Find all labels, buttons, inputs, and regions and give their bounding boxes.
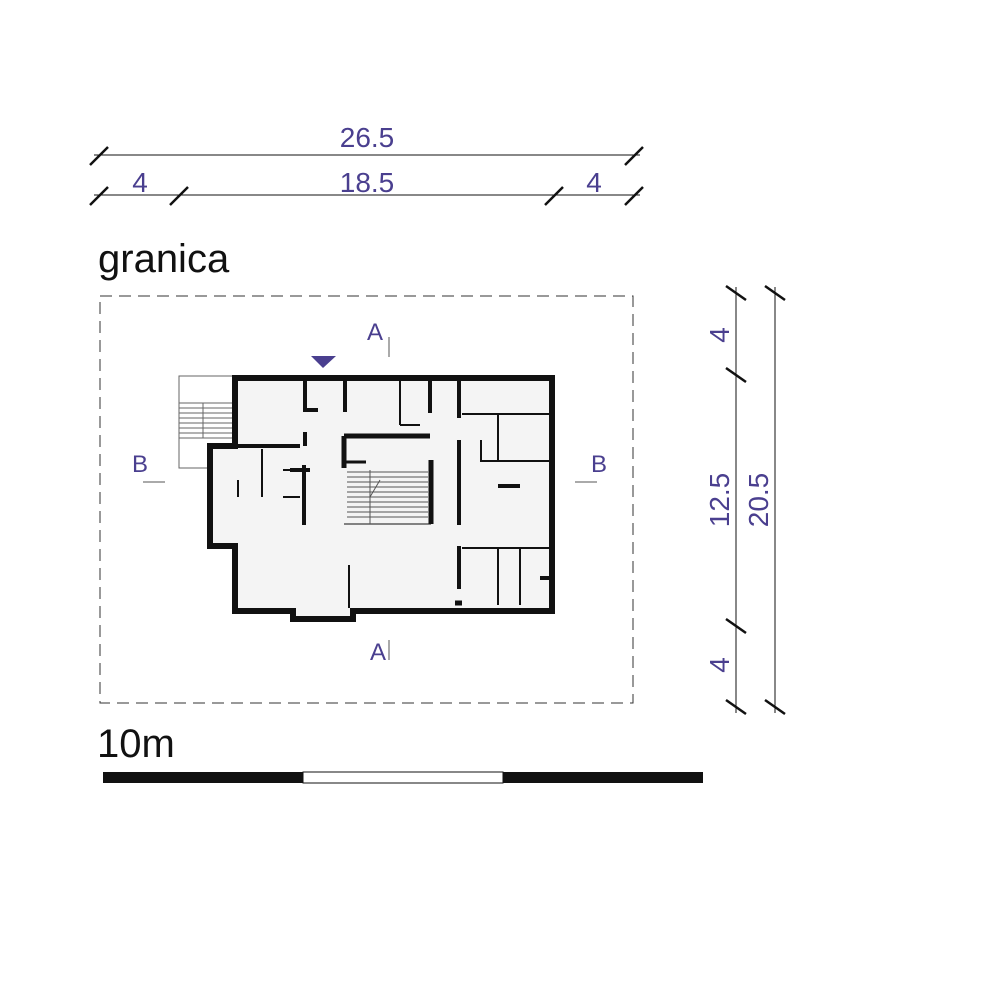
- section-a-top-label: A: [367, 319, 383, 346]
- plot-boundary: [99, 295, 634, 704]
- right-dimension-chain: [725, 284, 786, 716]
- section-b-right-label: B: [591, 451, 607, 478]
- interior-walls: [235, 381, 549, 608]
- building-footprint: [207, 375, 555, 622]
- entrance-triangle-icon: [311, 356, 336, 368]
- dimension-top-setback: 4: [704, 327, 735, 343]
- top-dimension-chain: [89, 146, 644, 206]
- dimension-left-setback: 4: [132, 167, 148, 198]
- scale-bar: [103, 771, 703, 784]
- dimension-building-width: 18.5: [340, 167, 395, 198]
- dimension-right-setback: 4: [586, 167, 602, 198]
- dimension-building-depth: 12.5: [704, 473, 735, 528]
- section-a-bottom-label: A: [370, 639, 386, 666]
- scale-label: 10m: [97, 722, 175, 766]
- section-b-left-label: B: [132, 451, 148, 478]
- dimension-bottom-setback: 4: [704, 657, 735, 673]
- dimension-total-depth: 20.5: [743, 473, 774, 528]
- plot-boundary-label: granica: [98, 237, 230, 281]
- exterior-wall: [207, 375, 555, 622]
- dimension-total-width: 26.5: [340, 122, 395, 153]
- interior-stair: [347, 470, 428, 524]
